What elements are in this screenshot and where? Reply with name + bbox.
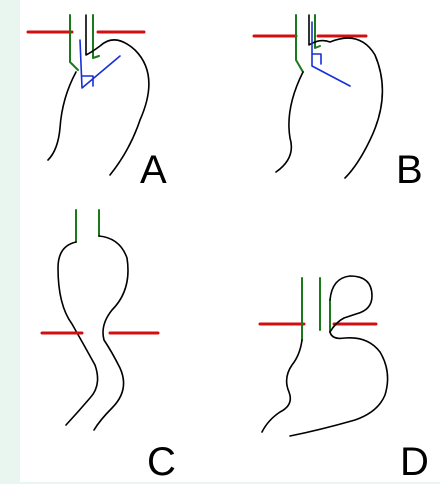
panel-a-mucosa-line xyxy=(70,15,78,70)
panel-label-a: A xyxy=(140,150,167,190)
panel-b-angle-marker xyxy=(312,22,350,86)
panel-b-mucosa-line xyxy=(296,15,303,72)
panel-c-drawing xyxy=(42,210,158,430)
panel-d-mucosa-line xyxy=(302,278,330,340)
panel-label-d: D xyxy=(400,442,429,482)
panel-d-stomach-outline xyxy=(262,332,388,436)
panel-c-mucosa-line xyxy=(76,210,99,242)
panel-a-stomach-outline xyxy=(48,15,149,175)
panel-d-drawing xyxy=(260,276,388,436)
panel-b-stomach-outline xyxy=(276,15,382,178)
panel-a-esophagus-right-wall xyxy=(93,15,99,58)
panel-label-b: B xyxy=(396,150,423,190)
panel-b-esophagus-right-wall xyxy=(315,15,320,48)
panel-a-drawing xyxy=(28,15,149,175)
panel-label-c: C xyxy=(147,442,176,482)
panel-b-drawing xyxy=(254,15,382,178)
